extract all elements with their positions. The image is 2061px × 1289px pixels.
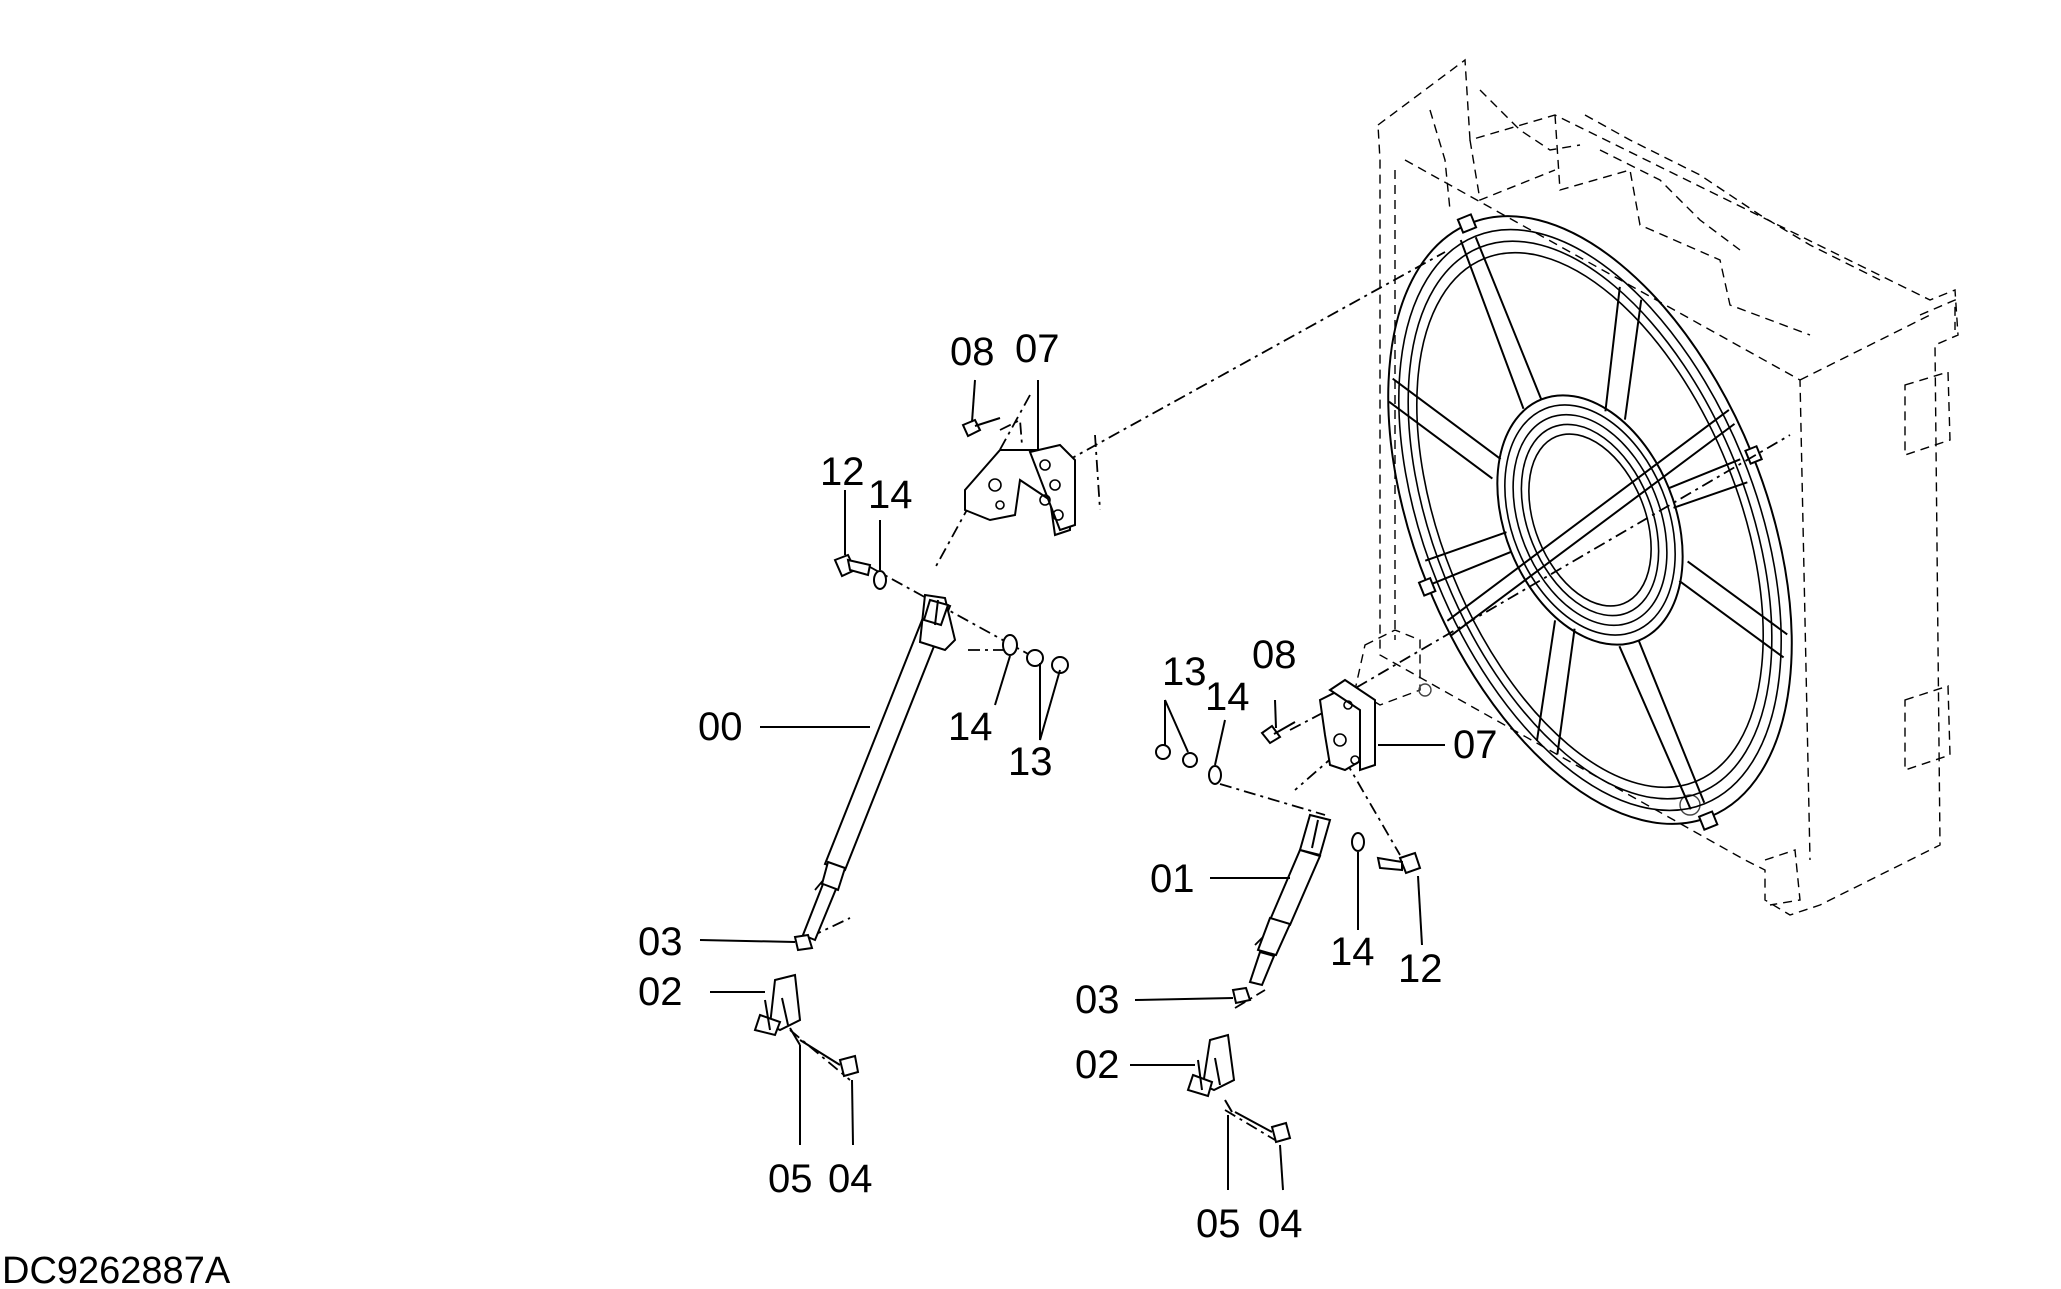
bolt-lower-right bbox=[1376, 851, 1422, 875]
callout-bracket-upper: 07 bbox=[1015, 327, 1060, 371]
screw-upper bbox=[961, 417, 1001, 438]
callout-washer-upper-a: 14 bbox=[868, 473, 913, 517]
callout-nut-small-left: 03 bbox=[638, 920, 683, 964]
nuts-upper bbox=[1026, 649, 1069, 674]
callout-bracket-lower: 07 bbox=[1453, 723, 1498, 767]
bracket-upper bbox=[964, 443, 1076, 537]
screw-lower bbox=[1260, 721, 1296, 745]
callout-washer-upper-b: 14 bbox=[948, 705, 993, 749]
callout-cotter-right: 05 bbox=[1196, 1202, 1241, 1246]
bracket-lower bbox=[1318, 678, 1376, 772]
callout-nuts-lower: 13 bbox=[1162, 650, 1207, 694]
washers-lower bbox=[1208, 765, 1365, 852]
callout-bolt-upper-left: 12 bbox=[820, 450, 865, 494]
callout-nut-small-right: 03 bbox=[1075, 978, 1120, 1022]
callout-rod-left: 00 bbox=[698, 705, 743, 749]
nuts-lower bbox=[1155, 744, 1198, 768]
callout-pin-left: 04 bbox=[828, 1157, 873, 1201]
callout-nuts-upper: 13 bbox=[1008, 740, 1053, 784]
callout-screw-upper: 08 bbox=[950, 330, 995, 374]
callout-washer-lower-a: 14 bbox=[1205, 675, 1250, 719]
document-code: DC9262887A bbox=[2, 1250, 231, 1289]
rod-right-assembly bbox=[1186, 813, 1332, 1144]
callout-washer-lower-b: 14 bbox=[1330, 930, 1375, 974]
callout-clevis-right: 02 bbox=[1075, 1043, 1120, 1087]
callout-clevis-left: 02 bbox=[638, 970, 683, 1014]
callout-pin-right: 04 bbox=[1258, 1202, 1303, 1246]
callout-bolt-lower-right: 12 bbox=[1398, 947, 1443, 991]
callout-cotter-left: 05 bbox=[768, 1157, 813, 1201]
fan-shroud-frame bbox=[1354, 58, 1959, 916]
rod-left-assembly bbox=[753, 593, 957, 1078]
fan-ring bbox=[1387, 213, 1793, 832]
callout-screw-lower: 08 bbox=[1252, 633, 1297, 677]
washers-upper bbox=[873, 570, 1018, 656]
bolt-upper-left bbox=[833, 553, 872, 578]
callout-rod-right: 01 bbox=[1150, 857, 1195, 901]
leader-lines bbox=[699, 379, 1445, 1191]
assembly-centerlines bbox=[789, 251, 1791, 1141]
